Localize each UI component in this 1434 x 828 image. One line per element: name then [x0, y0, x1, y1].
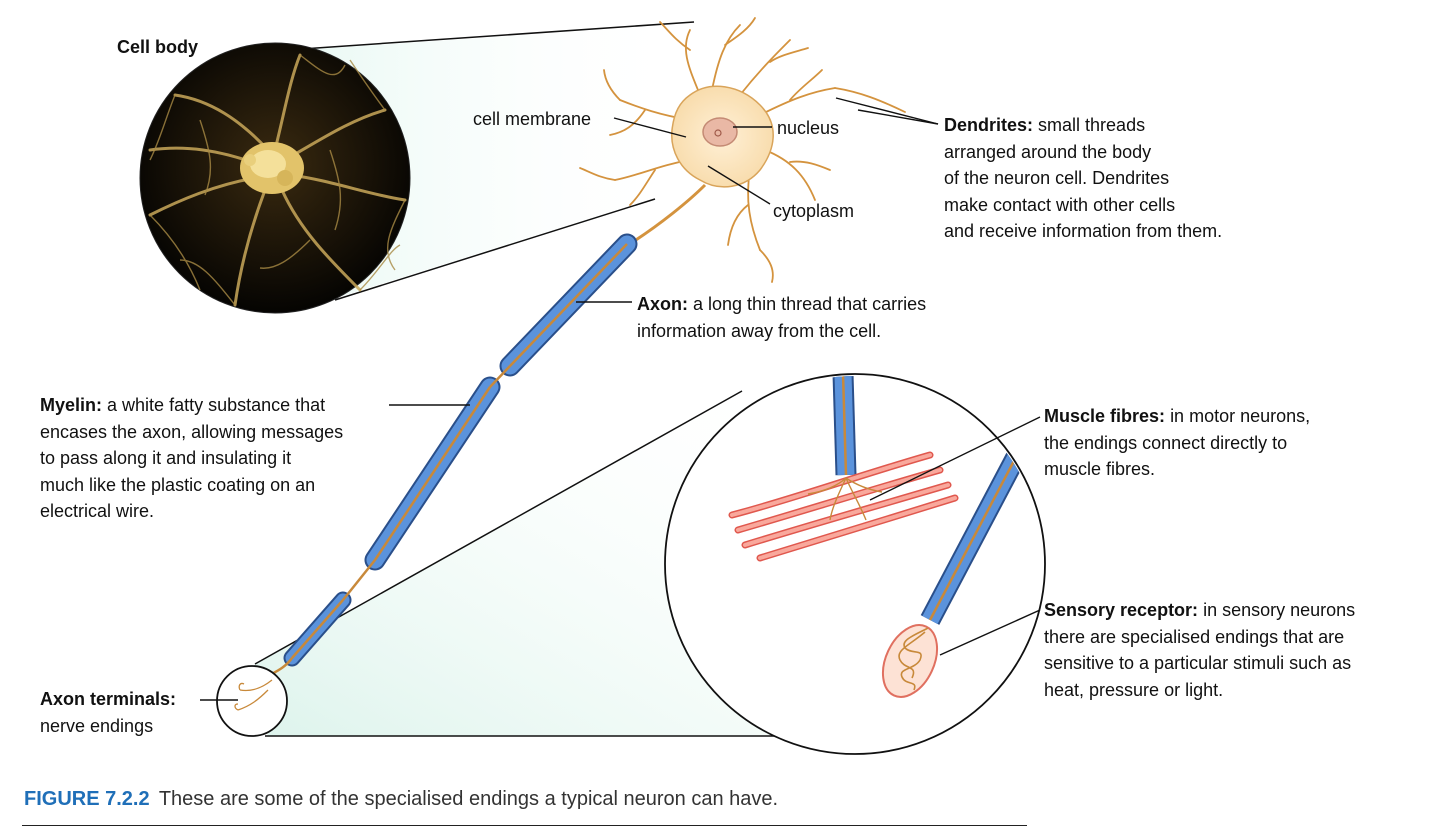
muscle-fibres-line-3: muscle fibres. — [1044, 459, 1156, 479]
nucleus — [702, 117, 738, 147]
axon-term: Axon: — [637, 294, 688, 314]
muscle-fibres-line-2: the endings connect directly to — [1044, 432, 1288, 453]
dendrites-label: Dendrites: small threads arranged around… — [944, 112, 1222, 245]
myelin-label: Myelin: a white fatty substance that enc… — [40, 392, 343, 525]
dendrites-line-2: arranged around the body — [944, 141, 1152, 162]
sensory-receptor-term: Sensory receptor: — [1044, 600, 1199, 620]
myelin-line-2: encases the axon, allowing messages — [40, 421, 344, 442]
sensory-receptor-line-4: heat, pressure or light. — [1044, 679, 1224, 700]
figure-number: FIGURE 7.2.2 — [24, 788, 150, 810]
endings-zoom-circle — [664, 373, 1046, 755]
nucleolus — [714, 129, 722, 137]
cell-membrane-label: cell membrane — [473, 109, 592, 129]
myelin-line-3: to pass along it and insulating it — [40, 448, 292, 468]
sensory-receptor-line-1: in sensory neurons — [1203, 600, 1356, 620]
muscle-fibres-term: Muscle fibres: — [1044, 406, 1166, 426]
myelin-line-1: a white fatty substance that — [107, 395, 326, 415]
muscle-fibres-label: Muscle fibres: in motor neurons, the end… — [1044, 403, 1310, 483]
axon-terminals-line-1: nerve endings — [40, 715, 154, 736]
leader-lines — [200, 97, 1041, 701]
dendrites-line-4: make contact with other cells — [944, 194, 1176, 215]
sensory-receptor-label: Sensory receptor: in sensory neurons the… — [1044, 597, 1355, 703]
myelin-term: Myelin: — [40, 395, 103, 415]
axon-label: Axon: a long thin thread that carries in… — [637, 291, 926, 344]
cell-body-label: Cell body — [117, 37, 199, 57]
figure-caption: FIGURE 7.2.2 These are some of the speci… — [24, 788, 778, 811]
dendrites-line-3: of the neuron cell. Dendrites — [944, 168, 1170, 188]
myelin-line-4: much like the plastic coating on an — [40, 474, 316, 495]
axon-hillock — [627, 183, 707, 247]
cell-body-micrograph — [139, 42, 411, 314]
sensory-receptor-capsule — [881, 624, 939, 698]
myelin-line-5: electrical wire. — [40, 501, 155, 521]
myelin-sheaths — [283, 233, 638, 667]
axon-terminals-term: Axon terminals: — [40, 689, 177, 709]
axon-terminal-circle — [216, 665, 288, 737]
caption-rule — [22, 825, 1027, 826]
nucleus-label: nucleus — [777, 118, 840, 138]
axon-terminals-label: Axon terminals: nerve endings — [40, 686, 176, 739]
sensory-receptor-line-3: sensitive to a particular stimuli such a… — [1044, 653, 1352, 673]
axon-line-1: a long thin thread that carries — [693, 294, 927, 314]
caption-text: These are some of the specialised ending… — [158, 788, 779, 810]
zoom-line-cell-top — [301, 21, 695, 50]
dendrites-term: Dendrites: — [944, 115, 1034, 135]
terminal-branches — [234, 679, 273, 711]
muscle-fibres-line-1: in motor neurons, — [1170, 406, 1311, 426]
axon-line-2: information away from the cell. — [637, 320, 882, 341]
sensory-receptor-line-2: there are specialised endings that are — [1044, 626, 1345, 647]
dendrites-line-1: small threads — [1038, 115, 1146, 135]
zoom-line-cell-bottom — [334, 198, 656, 301]
cytoplasm-label: cytoplasm — [773, 201, 855, 221]
dendrites-line-5: and receive information from them. — [944, 221, 1223, 241]
motor-endings — [807, 477, 883, 521]
